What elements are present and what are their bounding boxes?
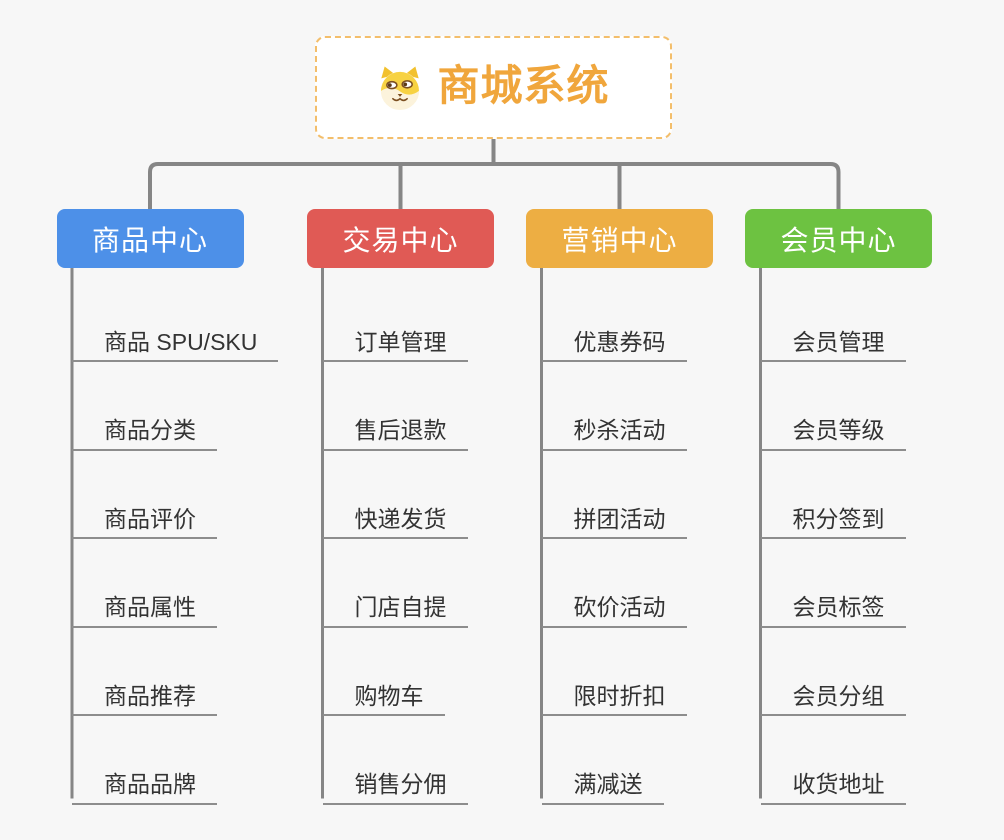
root-node[interactable]: 商城系统 — [315, 36, 672, 139]
leaf-node[interactable]: 购物车 — [322, 669, 445, 716]
leaf-node[interactable]: 商品品牌 — [72, 758, 217, 805]
leaf-node[interactable]: 砍价活动 — [541, 581, 687, 628]
leaf-node[interactable]: 商品分类 — [72, 404, 217, 451]
leaf-node[interactable]: 积分签到 — [760, 492, 906, 539]
branch-node[interactable]: 交易中心 — [307, 209, 494, 268]
leaf-node[interactable]: 秒杀活动 — [541, 404, 687, 451]
leaf-node[interactable]: 售后退款 — [322, 404, 468, 451]
leaf-node[interactable]: 快递发货 — [322, 492, 468, 539]
leaf-node[interactable]: 会员管理 — [760, 315, 906, 362]
leaf-node[interactable]: 商品属性 — [72, 581, 217, 628]
leaf-node[interactable]: 限时折扣 — [541, 669, 687, 716]
leaf-node[interactable]: 收货地址 — [760, 758, 906, 805]
leaf-node[interactable]: 会员等级 — [760, 404, 906, 451]
leaf-node[interactable]: 商品推荐 — [72, 669, 217, 716]
leaf-node[interactable]: 拼团活动 — [541, 492, 687, 539]
leaf-node[interactable]: 销售分佣 — [322, 758, 468, 805]
leaf-node[interactable]: 商品评价 — [72, 492, 217, 539]
leaf-node[interactable]: 满减送 — [541, 758, 664, 805]
leaf-node[interactable]: 商品 SPU/SKU — [72, 315, 279, 362]
leaf-node[interactable]: 优惠券码 — [541, 315, 687, 362]
leaf-node[interactable]: 会员分组 — [760, 669, 906, 716]
leaf-node[interactable]: 门店自提 — [322, 581, 468, 628]
branch-node[interactable]: 营销中心 — [526, 209, 713, 268]
root-title: 商城系统 — [437, 61, 610, 109]
doge-icon — [377, 65, 423, 111]
leaf-node[interactable]: 订单管理 — [322, 315, 468, 362]
branch-node[interactable]: 会员中心 — [745, 209, 932, 268]
branch-node[interactable]: 商品中心 — [56, 209, 244, 268]
leaf-node[interactable]: 会员标签 — [760, 581, 906, 628]
